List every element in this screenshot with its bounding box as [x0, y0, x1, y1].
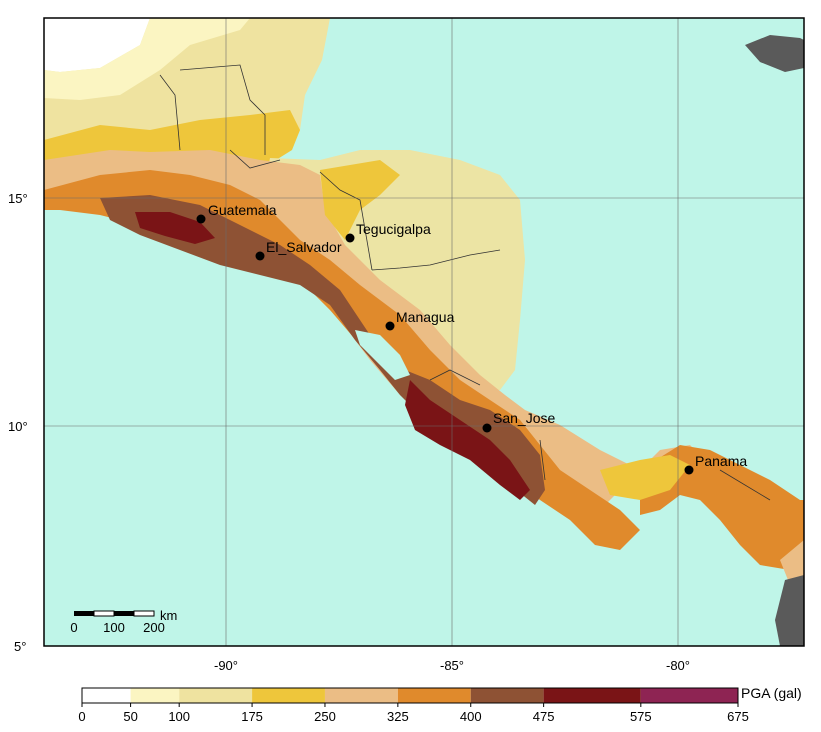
legend-break-label: 50 — [123, 709, 137, 724]
legend-swatch — [640, 688, 738, 703]
graticule — [44, 18, 804, 646]
legend-swatch — [252, 688, 325, 703]
legend-swatch — [130, 688, 180, 703]
city-marker — [345, 233, 355, 243]
zone-panama-yellow — [600, 455, 690, 500]
legend-break-label: 175 — [241, 709, 263, 724]
city-marker — [684, 465, 694, 475]
scale-seg-4 — [133, 610, 155, 617]
city-el-salvador[interactable]: El_Salvador — [255, 239, 342, 261]
legend-break-label: 575 — [630, 709, 652, 724]
legend-swatch — [324, 688, 398, 703]
city-label: El_Salvador — [266, 239, 342, 255]
city-panama[interactable]: Panama — [684, 453, 748, 475]
y-tick-10: 10° — [8, 419, 28, 434]
city-managua[interactable]: Managua — [385, 309, 455, 331]
country-borders — [159, 64, 771, 501]
y-tick-5: 5° — [14, 639, 26, 654]
x-tick-80: -80° — [666, 658, 690, 673]
city-guatemala[interactable]: Guatemala — [196, 202, 277, 224]
legend-swatch — [543, 688, 641, 703]
scale-seg-2 — [93, 610, 115, 617]
scale-label-0: 0 — [70, 620, 77, 635]
city-marker — [196, 214, 206, 224]
legend-frame — [81, 687, 739, 704]
scale-seg-3 — [114, 611, 134, 616]
legend-swatch — [179, 688, 253, 703]
scale-label-100: 100 — [103, 620, 125, 635]
city-marker — [482, 423, 492, 433]
x-tick-85: -85° — [440, 658, 464, 673]
zone-475-575-guatemala — [135, 212, 215, 244]
zone-475-575-costa-rica — [405, 380, 530, 500]
legend-swatch — [82, 688, 131, 703]
legend-break-label: 400 — [460, 709, 482, 724]
x-tick-90: -90° — [214, 658, 238, 673]
lake-nicaragua — [355, 330, 410, 380]
zone-50-100-north — [44, 18, 250, 100]
map-frame — [43, 17, 805, 647]
legend-break-label: 475 — [533, 709, 555, 724]
land-colombia-other — [775, 575, 804, 646]
legend-break-label: 675 — [727, 709, 749, 724]
city-marker — [385, 321, 395, 331]
scale-bar: 0 100 200 km — [70, 608, 177, 635]
city-san-jose[interactable]: San_Jose — [482, 410, 556, 433]
legend-break-label: 0 — [78, 709, 85, 724]
city-label: Tegucigalpa — [356, 221, 431, 237]
city-label: Managua — [396, 309, 455, 325]
scale-unit: km — [160, 608, 177, 623]
legend-break-label: 325 — [387, 709, 409, 724]
land-caribbean-ne — [745, 35, 804, 72]
legend-swatch — [470, 688, 544, 703]
city-label: San_Jose — [493, 410, 555, 426]
zone-white — [44, 18, 150, 72]
scale-label-200: 200 — [143, 620, 165, 635]
legend-title: PGA (gal) — [741, 685, 802, 701]
legend-break-label: 100 — [168, 709, 190, 724]
scale-seg-1 — [74, 611, 94, 616]
city-tegucigalpa[interactable]: Tegucigalpa — [345, 221, 431, 243]
y-tick-15: 15° — [8, 191, 28, 206]
legend-break-label: 250 — [314, 709, 336, 724]
city-marker — [255, 251, 265, 261]
legend-swatch — [397, 688, 471, 703]
city-label: Guatemala — [208, 202, 277, 218]
pga-legend: 0 50 100 175 250 325 400 475 575 675 — [78, 687, 749, 724]
city-label: Panama — [695, 453, 747, 469]
